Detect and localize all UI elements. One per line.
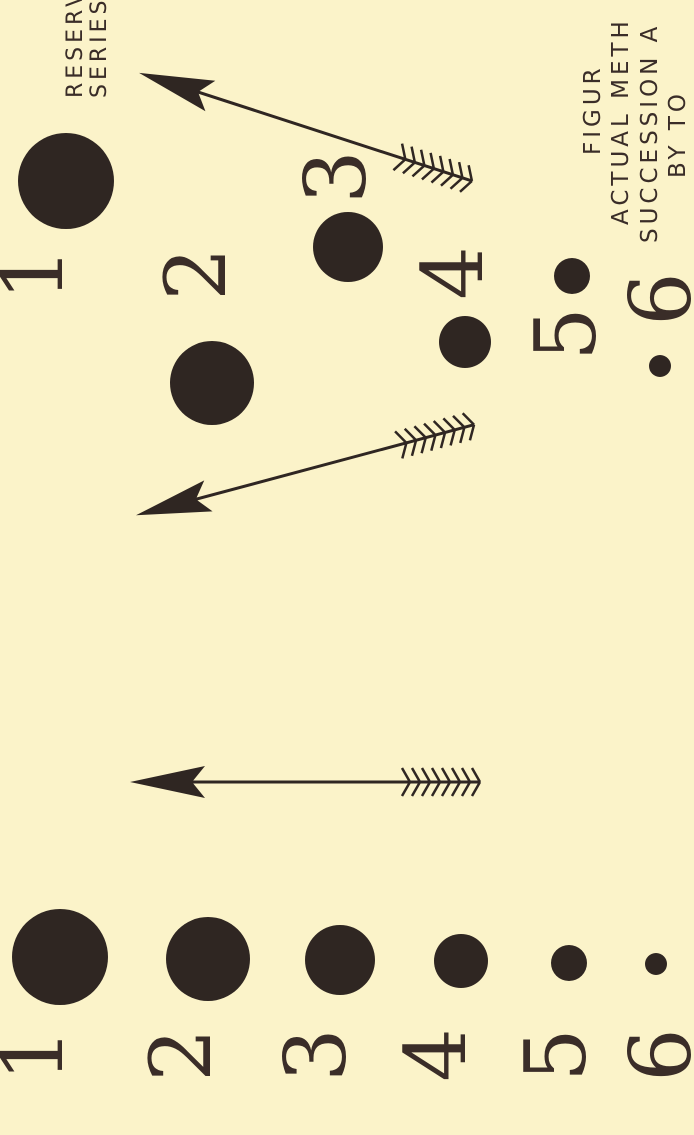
left-numeral-6: 6 bbox=[612, 1028, 694, 1081]
caption-line-1: FIGUR bbox=[580, 64, 606, 155]
caption-line-4: BY TO bbox=[665, 90, 691, 178]
left-series-numerals: 1 2 3 4 5 6 bbox=[0, 1028, 694, 1081]
reserve-numeral-5: 5 bbox=[517, 307, 615, 360]
reserve-dot-2 bbox=[170, 341, 254, 425]
reserve-series-label: RESERVE SERIES bbox=[63, 0, 112, 98]
reserve-numeral-2: 2 bbox=[147, 247, 245, 300]
left-series-dots bbox=[12, 909, 667, 1005]
reserve-numeral-6: 6 bbox=[612, 272, 694, 325]
reserve-dot-3 bbox=[313, 212, 383, 282]
left-dot-1 bbox=[12, 909, 108, 1005]
left-numeral-3: 3 bbox=[267, 1028, 365, 1081]
caption-line-2: ACTUAL METH bbox=[608, 17, 634, 225]
reserve-numeral-3: 3 bbox=[287, 150, 385, 203]
left-dot-2 bbox=[166, 917, 250, 1001]
left-dot-4 bbox=[434, 934, 488, 988]
left-dot-5 bbox=[551, 945, 587, 981]
reserve-numeral-4: 4 bbox=[404, 246, 502, 299]
caption-line-3: SUCCESSION A bbox=[637, 23, 663, 243]
left-dot-6 bbox=[645, 953, 667, 975]
reserve-dot-6 bbox=[649, 355, 671, 377]
reserve-dot-5 bbox=[554, 258, 590, 294]
reserve-numeral-1: 1 bbox=[0, 247, 82, 300]
arrow-bottom bbox=[130, 766, 480, 798]
left-dot-3 bbox=[305, 925, 375, 995]
reserve-dot-1 bbox=[18, 133, 114, 229]
left-numeral-5: 5 bbox=[507, 1028, 605, 1081]
reserve-label-line-2: SERIES bbox=[87, 0, 112, 98]
arrow-middle bbox=[132, 409, 478, 530]
left-numeral-2: 2 bbox=[132, 1028, 230, 1081]
left-numeral-4: 4 bbox=[387, 1028, 485, 1081]
figure-caption: FIGUR ACTUAL METH SUCCESSION A BY TO bbox=[580, 17, 691, 243]
reserve-label-line-1: RESERVE bbox=[63, 0, 88, 98]
left-numeral-1: 1 bbox=[0, 1028, 82, 1081]
reserve-dot-4 bbox=[439, 316, 491, 368]
